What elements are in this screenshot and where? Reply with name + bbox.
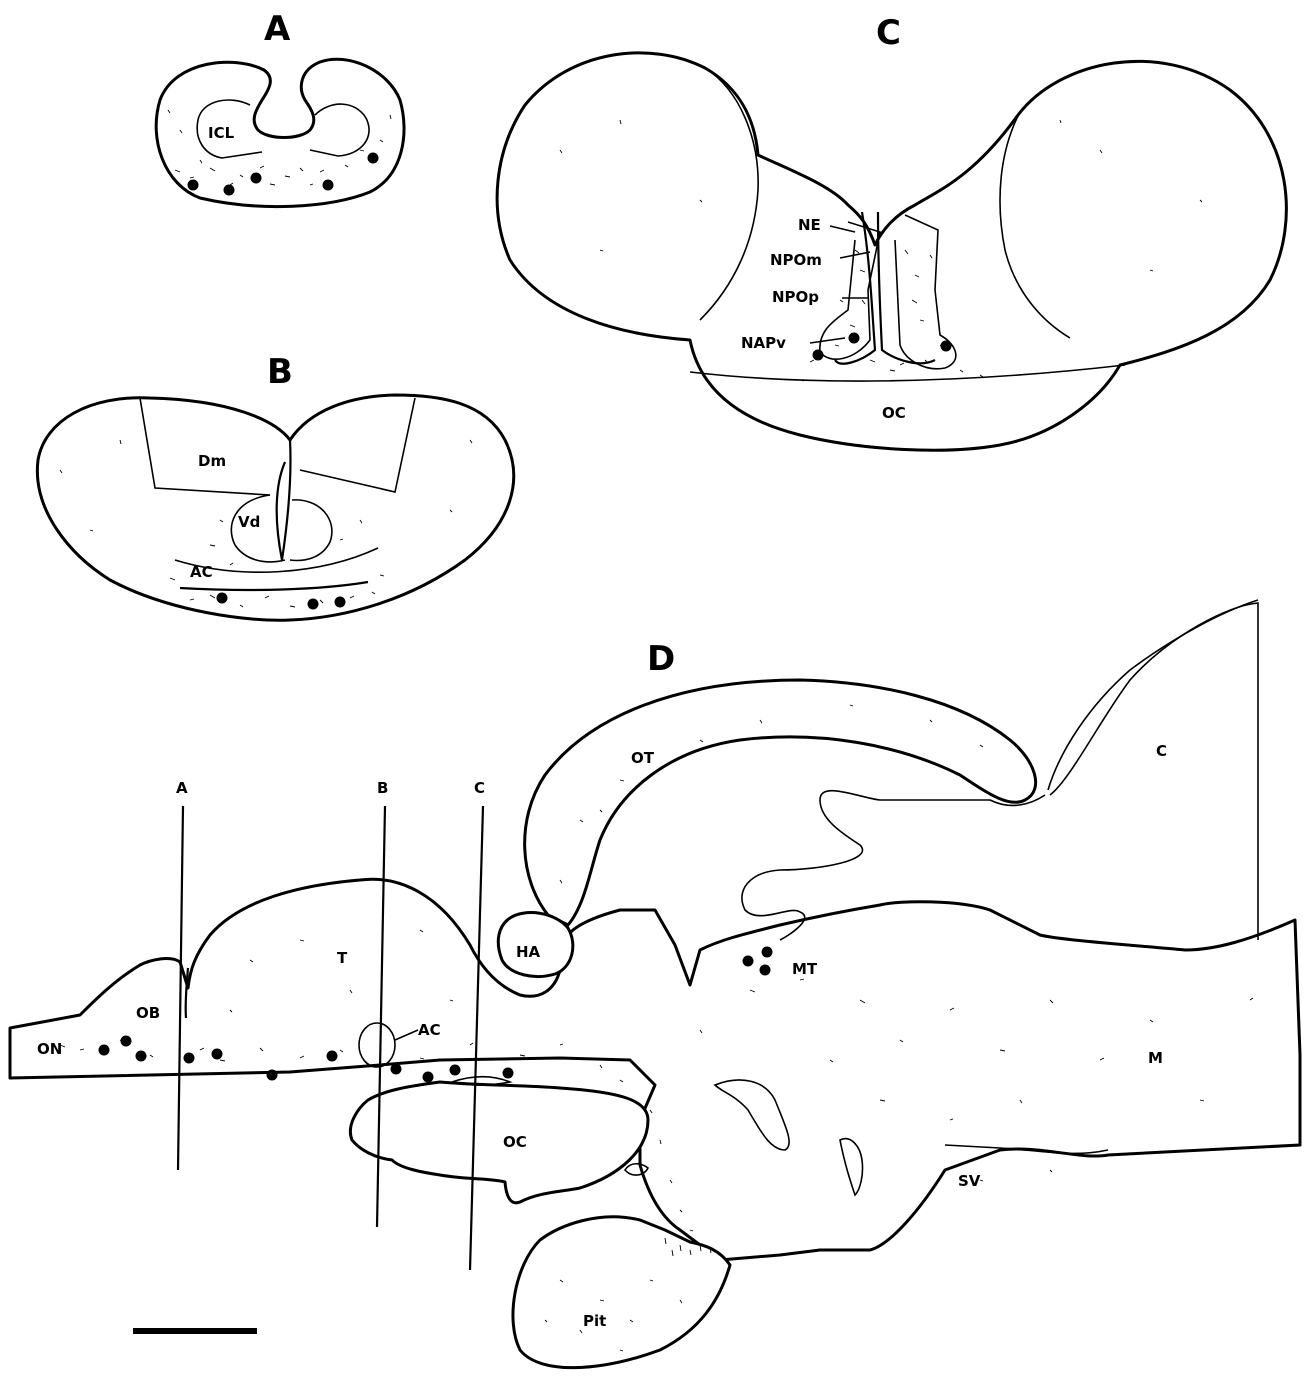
section-label-a: A — [176, 779, 188, 797]
panel-b: B Dm Vd AC — [37, 352, 513, 620]
label-ac: AC — [190, 563, 213, 581]
label-vd: Vd — [238, 513, 260, 531]
label-npop: NPOp — [772, 288, 819, 306]
label-m: M — [1148, 1049, 1163, 1067]
label-icl: ICL — [208, 124, 235, 142]
marker-dot — [212, 1049, 223, 1060]
label-ac: AC — [418, 1021, 441, 1039]
marker-dot — [217, 593, 228, 604]
scale-bar — [133, 1328, 257, 1334]
panel-label-b: B — [267, 352, 293, 392]
panel-a: A ICL — [156, 9, 404, 207]
label-on: ON — [37, 1040, 62, 1058]
marker-dot — [813, 350, 824, 361]
label-mt: MT — [792, 960, 818, 978]
section-label-c: C — [474, 779, 485, 797]
label-oc: OC — [503, 1133, 527, 1151]
panel-c-section — [497, 53, 1286, 450]
label-dm: Dm — [198, 452, 226, 470]
marker-dot — [391, 1064, 402, 1075]
marker-dot — [327, 1051, 338, 1062]
label-sv: SV — [958, 1172, 981, 1190]
marker-dot — [762, 947, 773, 958]
marker-dot — [423, 1072, 434, 1083]
label-oc: OC — [882, 404, 906, 422]
marker-dot — [941, 341, 952, 352]
label-npom: NPOm — [770, 251, 822, 269]
marker-dot — [251, 173, 262, 184]
label-ot: OT — [631, 749, 655, 767]
marker-dot — [323, 180, 334, 191]
label-ob: OB — [136, 1004, 160, 1022]
panel-c: C NE NPOm NPOp NAPv OC — [497, 13, 1286, 450]
panel-label-c: C — [876, 13, 901, 53]
panel-label-a: A — [264, 9, 291, 49]
panel-label-d: D — [647, 639, 675, 679]
marker-dot — [743, 956, 754, 967]
marker-dot — [760, 965, 771, 976]
marker-dot — [308, 599, 319, 610]
marker-dot — [849, 333, 860, 344]
label-napv: NAPv — [741, 334, 786, 352]
marker-dot — [450, 1065, 461, 1076]
section-label-b: B — [377, 779, 388, 797]
marker-dot — [184, 1053, 195, 1064]
marker-dot — [368, 153, 379, 164]
marker-dot — [267, 1070, 278, 1081]
marker-dot — [121, 1036, 132, 1047]
label-pit: Pit — [583, 1312, 606, 1330]
marker-dot — [335, 597, 346, 608]
marker-dot — [503, 1068, 514, 1079]
brain-body — [10, 879, 1300, 1260]
panel-d: D — [10, 600, 1300, 1368]
label-c: C — [1156, 742, 1167, 760]
marker-dot — [224, 185, 235, 196]
marker-dot — [136, 1051, 147, 1062]
optic-tectum — [525, 680, 1036, 925]
marker-dot — [99, 1045, 110, 1056]
ot-inner — [1048, 600, 1258, 790]
optic-chiasm — [350, 1082, 648, 1203]
label-ha: HA — [516, 943, 541, 961]
label-ne: NE — [798, 216, 821, 234]
label-t: T — [337, 949, 348, 967]
marker-dot — [188, 180, 199, 191]
